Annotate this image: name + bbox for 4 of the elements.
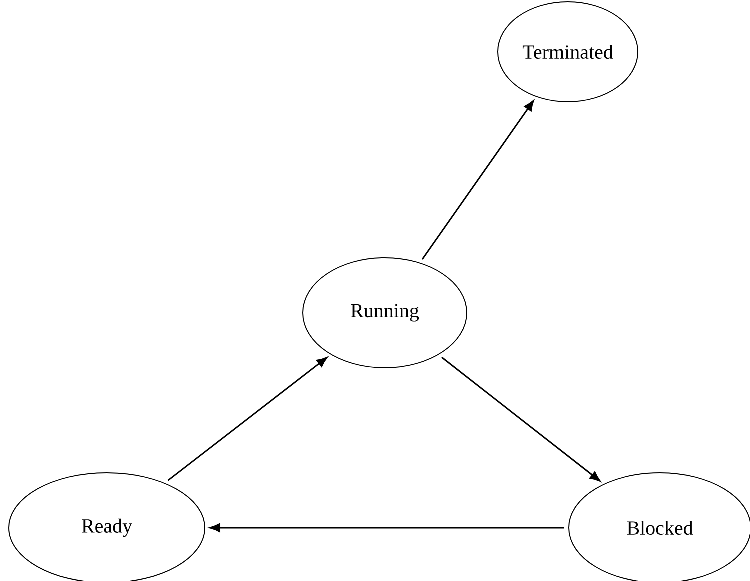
arrow <box>422 100 534 260</box>
arrow <box>210 524 564 532</box>
arrow <box>442 356 601 482</box>
arrow <box>168 357 328 482</box>
